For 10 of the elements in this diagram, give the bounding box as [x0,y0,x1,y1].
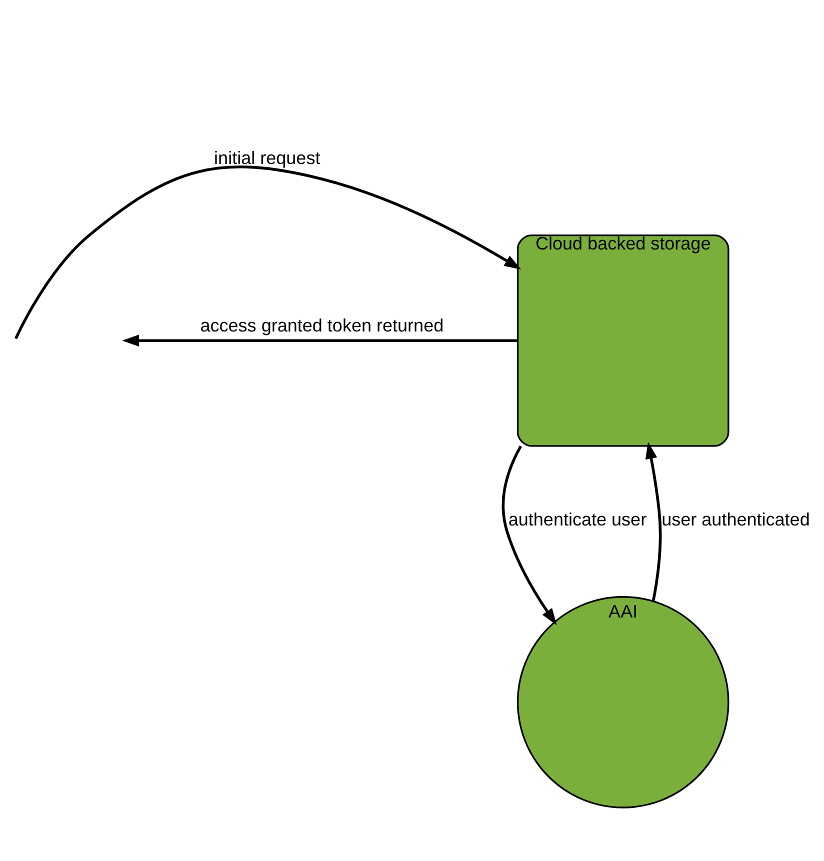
arrow [645,441,662,601]
arrow [14,165,522,339]
node-box: Cloud backed storage [516,234,730,446]
edge-label: initial request [214,148,320,168]
arrow [122,334,518,346]
arrow [502,445,557,625]
edge-label: authenticate user [508,509,647,530]
edge-label: access granted token returned [200,314,444,335]
edge-label: user authenticated [662,509,810,530]
node-circle: AAI [516,596,730,808]
